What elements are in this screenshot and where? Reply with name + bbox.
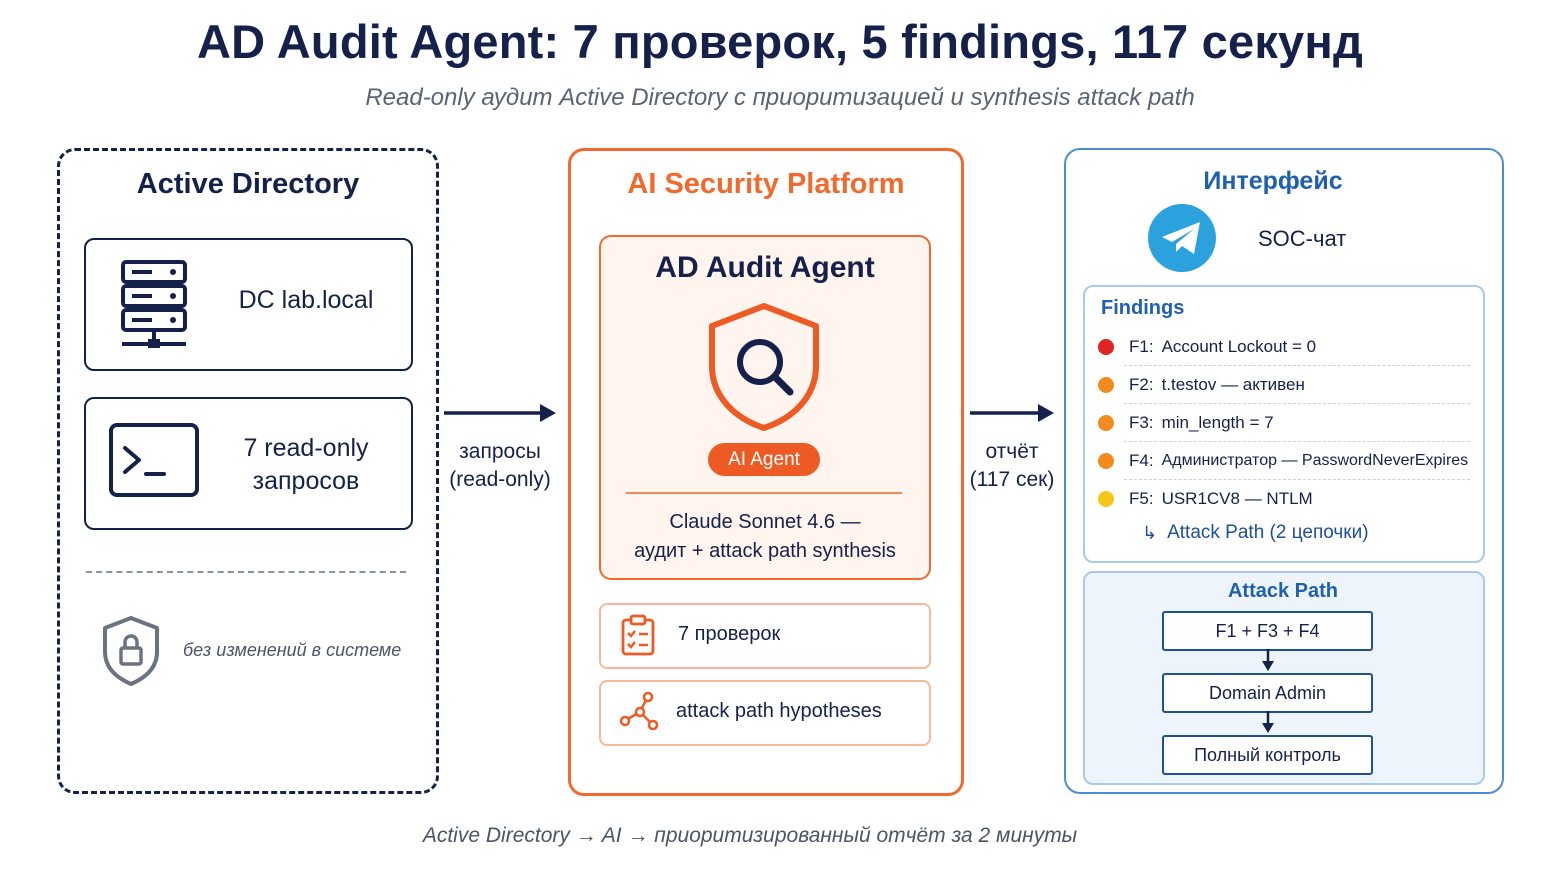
graph-nodes-icon — [619, 691, 659, 731]
hypotheses-box — [599, 680, 931, 746]
ai-platform-title: AI Security Platform — [627, 168, 905, 200]
findings-title: Findings — [1101, 297, 1185, 319]
no-changes-text: без изменений в системе — [183, 640, 402, 660]
finding-separator — [1124, 365, 1470, 366]
clipboard-check-icon — [621, 614, 655, 656]
agent-divider — [626, 492, 902, 494]
telegram-icon[interactable] — [1146, 202, 1218, 274]
severity-dot — [1098, 453, 1114, 469]
arrow-right-icon — [970, 404, 1054, 422]
return-arrow-icon: ↳ — [1142, 522, 1158, 543]
queries-label: 7 read-only запросов — [212, 432, 400, 498]
lock-shield-icon — [103, 616, 159, 686]
finding-separator — [1124, 479, 1470, 480]
agent-title: AD Audit Agent — [655, 251, 875, 284]
report-arrow-line2: (117 сек) — [969, 468, 1055, 491]
finding-text: min_length = 7 — [1161, 413, 1274, 432]
attack-path-title: Attack Path — [1227, 580, 1339, 602]
dc-label: DC lab.local — [238, 286, 374, 314]
path-step: Полный контроль — [1162, 735, 1373, 775]
queries-arrow-line1: запросы — [459, 440, 541, 463]
severity-dot — [1098, 377, 1114, 393]
finding-id: F2: — [1129, 375, 1154, 394]
model-line1: Claude Sonnet 4.6 — — [669, 511, 861, 533]
finding-row[interactable]: F5: USR1CV8 — NTLM — [1098, 481, 1470, 517]
active-directory-title: Active Directory — [136, 168, 360, 200]
finding-row[interactable]: F3: min_length = 7 — [1098, 405, 1470, 441]
hypotheses-label: attack path hypotheses — [676, 700, 882, 722]
finding-id: F1: — [1129, 337, 1154, 356]
finding-id: F3: — [1129, 413, 1154, 432]
queries-arrow-label: запросы (read-only) — [440, 438, 560, 494]
interface-title: Интерфейс — [1203, 167, 1343, 195]
queries-label-line2: запросов — [252, 467, 360, 495]
queries-box — [84, 397, 413, 530]
report-arrow-label: отчёт (117 сек) — [962, 438, 1062, 494]
report-arrow-line1: отчёт — [985, 440, 1039, 463]
finding-separator — [1124, 403, 1470, 404]
finding-id: F4: — [1129, 451, 1154, 470]
ai-agent-badge: AI Agent — [708, 443, 820, 476]
queries-label-line1: 7 read-only — [243, 434, 369, 462]
severity-dot — [1098, 415, 1114, 431]
ai-platform-panel — [568, 148, 964, 796]
finding-row[interactable]: F1: Account Lockout = 0 — [1098, 329, 1470, 365]
findings-box — [1083, 285, 1485, 563]
interface-panel — [1064, 148, 1504, 794]
ad-audit-agent-box — [599, 235, 931, 580]
path-step: Domain Admin — [1162, 673, 1373, 713]
server-icon — [121, 260, 187, 348]
divider — [86, 571, 406, 573]
finding-id: F5: — [1129, 489, 1154, 508]
finding-row[interactable]: F4: Администратор — PasswordNeverExpires — [1098, 443, 1470, 479]
page-subtitle: Read-only аудит Active Directory с приор… — [365, 84, 1195, 111]
severity-dot — [1098, 339, 1114, 355]
path-step: F1 + F3 + F4 — [1162, 611, 1373, 651]
arrow-down-icon — [1262, 711, 1274, 733]
soc-chat-label: SOC-чат — [1258, 226, 1347, 251]
model-line2: аудит + attack path synthesis — [634, 540, 896, 562]
terminal-icon — [109, 423, 199, 497]
attack-path-link-text: Attack Path (2 цепочки) — [1167, 522, 1369, 543]
checks-label: 7 проверок — [678, 623, 781, 645]
queries-arrow-line2: (read-only) — [449, 468, 551, 491]
model-description: Claude Sonnet 4.6 — аудит + attack path … — [599, 508, 931, 566]
severity-dot — [1098, 491, 1114, 507]
active-directory-panel — [57, 148, 439, 794]
arrow-down-icon — [1262, 649, 1274, 671]
finding-text: t.testov — активен — [1161, 375, 1305, 394]
shield-search-icon — [709, 303, 819, 431]
arrow-right-icon — [444, 404, 556, 422]
finding-separator — [1124, 441, 1470, 442]
finding-text: Account Lockout = 0 — [1161, 337, 1317, 356]
attack-path-link[interactable]: ↳ Attack Path (2 цепочки) — [1142, 522, 1369, 544]
footer-caption: Active Directory → AI → приоритизированн… — [422, 824, 1078, 847]
finding-text: Администратор — PasswordNeverExpires — [1161, 452, 1469, 469]
finding-text: USR1CV8 — NTLM — [1161, 489, 1313, 508]
page-title: AD Audit Agent: 7 проверок, 5 findings, … — [196, 15, 1364, 68]
finding-row[interactable]: F2: t.testov — активен — [1098, 367, 1470, 403]
